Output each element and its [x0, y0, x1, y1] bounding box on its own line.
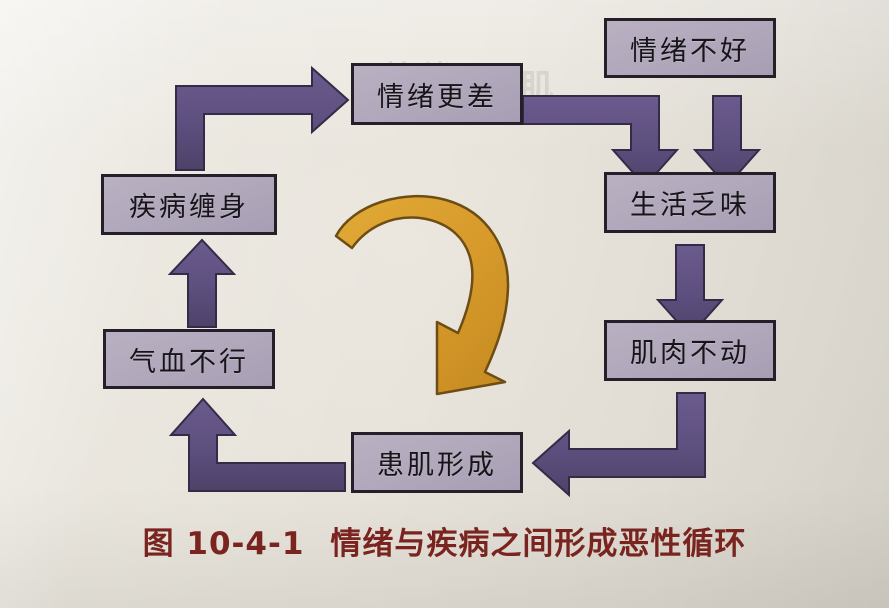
arrow-mood-worse-to-life-dull: [522, 95, 680, 188]
figure-caption: 图 10-4-1 情绪与疾病之间形成恶性循环: [0, 518, 889, 563]
arrow-muscle-still-to-trigger-point: [531, 392, 706, 498]
arrow-life-dull-to-muscle-still: [655, 244, 725, 338]
node-life-dull-label: 生活乏味: [630, 190, 750, 221]
figure-caption-number: 图 10-4-1: [142, 526, 305, 562]
arrow-disease-to-mood-worse: [175, 65, 350, 171]
node-qi-blood-label: 气血不行: [129, 346, 249, 378]
node-mood-bad-label: 情绪不好: [630, 35, 750, 67]
node-trigger-point-label: 患肌形成: [377, 450, 497, 481]
arrow-mood-bad-to-life-dull: [692, 95, 762, 188]
node-disease-label: 疾病缠身: [129, 192, 249, 223]
arrow-qi-blood-to-disease: [167, 238, 237, 328]
node-trigger-point[interactable]: 患肌形成: [351, 432, 523, 493]
figure-caption-text: 情绪与疾病之间形成恶性循环: [330, 526, 747, 562]
node-mood-worse-label: 情绪更差: [377, 81, 497, 113]
node-disease[interactable]: 疾病缠身: [101, 174, 277, 235]
node-life-dull[interactable]: 生活乏味: [604, 172, 776, 233]
node-mood-worse[interactable]: 情绪更差: [351, 63, 523, 125]
node-muscle-still[interactable]: 肌肉不动: [604, 320, 776, 381]
node-qi-blood[interactable]: 气血不行: [103, 329, 275, 389]
vicious-cycle-arrow: [334, 194, 510, 396]
arrow-trigger-point-to-qi-blood: [168, 397, 346, 492]
node-muscle-still-label: 肌肉不动: [630, 338, 750, 369]
node-mood-bad[interactable]: 情绪不好: [604, 18, 776, 78]
